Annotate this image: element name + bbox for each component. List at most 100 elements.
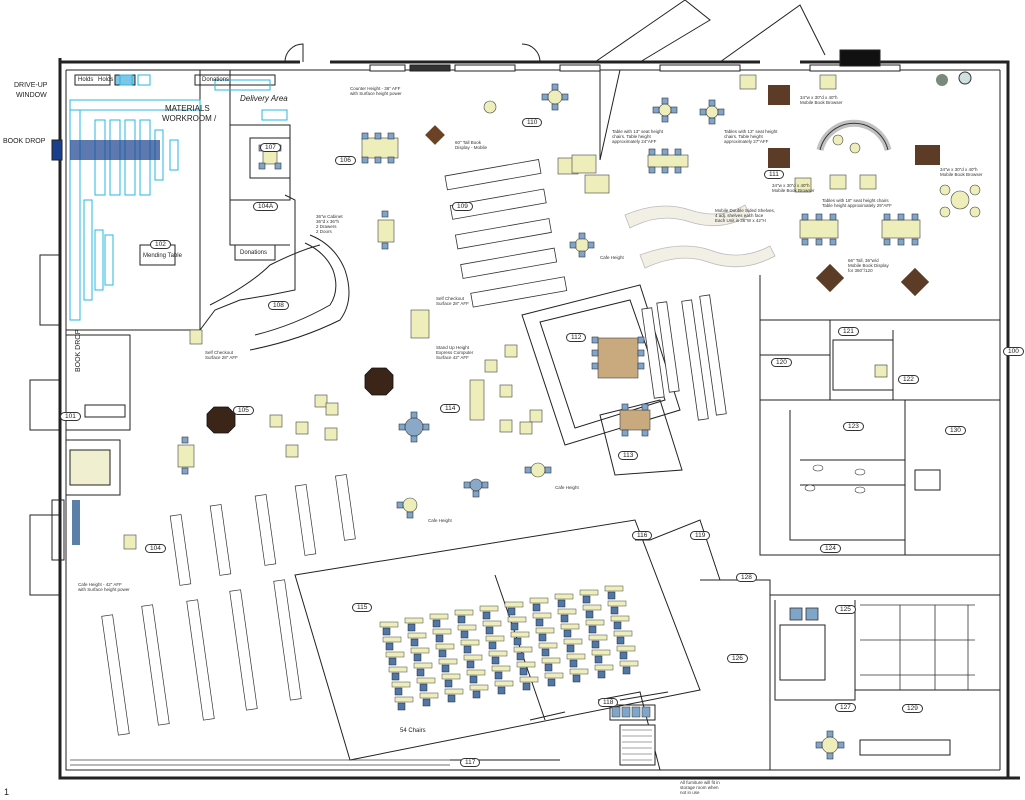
note-cafe-height-42: Cafe Height - 42" AFF with Surface heigh…	[78, 582, 130, 592]
note-cafe-height-3: Cafe Height	[428, 518, 452, 523]
book-drop-bin	[70, 140, 160, 160]
room-125: 125	[835, 605, 856, 614]
seat-chair	[516, 652, 525, 661]
seat-desk	[419, 692, 439, 699]
room-107: 107	[260, 143, 281, 152]
room-130: 130	[945, 426, 966, 435]
seat-chair	[532, 603, 541, 612]
seat-desk	[604, 585, 624, 592]
seat-desk	[616, 645, 636, 652]
room-111: 111	[764, 170, 784, 179]
seat-chair	[441, 664, 450, 673]
seat-desk	[566, 653, 586, 660]
seat-desk	[619, 660, 639, 667]
seat-desk	[569, 668, 589, 675]
seat-chair	[522, 682, 531, 691]
seat-desk	[454, 609, 474, 616]
seat-chair	[388, 657, 397, 666]
seat-chair	[538, 633, 547, 642]
lounge-seats	[123, 74, 877, 550]
seat-desk	[579, 589, 599, 596]
seat-chair	[485, 626, 494, 635]
room-114: 114	[440, 404, 461, 413]
seat-desk	[429, 613, 449, 620]
delivery-area-label: Delivery Area	[240, 94, 288, 103]
express-computer	[189, 309, 430, 345]
seat-desk	[404, 617, 424, 624]
seat-desk	[435, 643, 455, 650]
seat-desk	[513, 646, 533, 653]
stacks-center-top	[444, 159, 568, 308]
seat-desk	[394, 696, 414, 703]
holds-label-1: Holds	[78, 77, 94, 83]
room-102: 102	[150, 240, 171, 249]
room-119: 119	[690, 531, 711, 540]
seat-desk	[538, 642, 558, 649]
seat-desk	[613, 630, 633, 637]
seat-chair	[416, 668, 425, 677]
bottom-shelves	[70, 759, 450, 766]
seat-desk	[385, 651, 405, 658]
seat-desk	[479, 605, 499, 612]
window-label: WINDOW	[16, 92, 47, 99]
drive-up-window	[29, 139, 65, 596]
seat-chair	[457, 615, 466, 624]
room-106: 106	[335, 156, 356, 165]
seat-chair	[460, 630, 469, 639]
cafe-tables	[396, 83, 595, 519]
seat-desk	[591, 649, 611, 656]
seat-desk	[432, 628, 452, 635]
octagon-tables	[206, 367, 394, 434]
seat-chair	[410, 638, 419, 647]
seat-desk	[379, 621, 399, 628]
seat-desk	[510, 631, 530, 638]
seat-chair	[482, 611, 491, 620]
seat-desk	[554, 593, 574, 600]
room-113: 113	[618, 451, 639, 460]
sheet-number: 1	[4, 787, 10, 797]
room-128: 128	[736, 573, 757, 582]
seat-desk	[382, 636, 402, 643]
room-116: 116	[632, 531, 653, 540]
note-all-furniture: All furniture will fit in storage room w…	[680, 780, 720, 795]
room-108: 108	[268, 301, 289, 310]
note-stand-up: Stand Up Height Express Computer Surface…	[436, 345, 474, 360]
seat-desk	[610, 615, 630, 622]
seat-chair	[585, 610, 594, 619]
seat-desk	[485, 635, 505, 642]
room-121: 121	[838, 327, 859, 336]
seat-desk	[529, 597, 549, 604]
room-126: 126	[727, 654, 748, 663]
seat-desk	[488, 650, 508, 657]
seat-chair	[544, 663, 553, 672]
seat-desk	[504, 601, 524, 608]
seat-chair	[466, 660, 475, 669]
room-115: 115	[352, 603, 373, 612]
seat-desk	[491, 665, 511, 672]
materials-workroom	[66, 70, 296, 331]
note-cabinet: 36"w Cabinet 36"d x 36"h 2 Drawers 2 Doo…	[316, 214, 343, 234]
note-tables-18: Tables with 18" seat height chairs Table…	[822, 198, 892, 208]
staff-area	[700, 579, 1000, 770]
seat-desk	[410, 647, 430, 654]
staff-workstations	[789, 604, 975, 690]
room-120: 120	[771, 358, 792, 367]
seat-desk	[588, 634, 608, 641]
seat-chair	[513, 637, 522, 646]
seat-chair	[510, 622, 519, 631]
seat-chair	[519, 667, 528, 676]
note-cafe-height-2: Cafe Height	[555, 485, 579, 490]
storage-rooms	[450, 519, 721, 771]
note-double-sided-shelves: Mobile Double Sided Shelves, 4 adj. shel…	[715, 208, 776, 223]
seat-desk	[466, 669, 486, 676]
seat-chair	[494, 671, 503, 680]
restroom-block	[759, 319, 1000, 556]
computer-station-left	[177, 210, 395, 475]
room-123: 123	[843, 422, 864, 431]
note-mobile-book-browser-1: 34"w x 30"d x 40"h Mobile Book Browser	[800, 95, 843, 105]
seat-chair	[610, 606, 619, 615]
seat-desk	[457, 624, 477, 631]
seat-desk	[563, 638, 583, 645]
seat-desk	[413, 662, 433, 669]
